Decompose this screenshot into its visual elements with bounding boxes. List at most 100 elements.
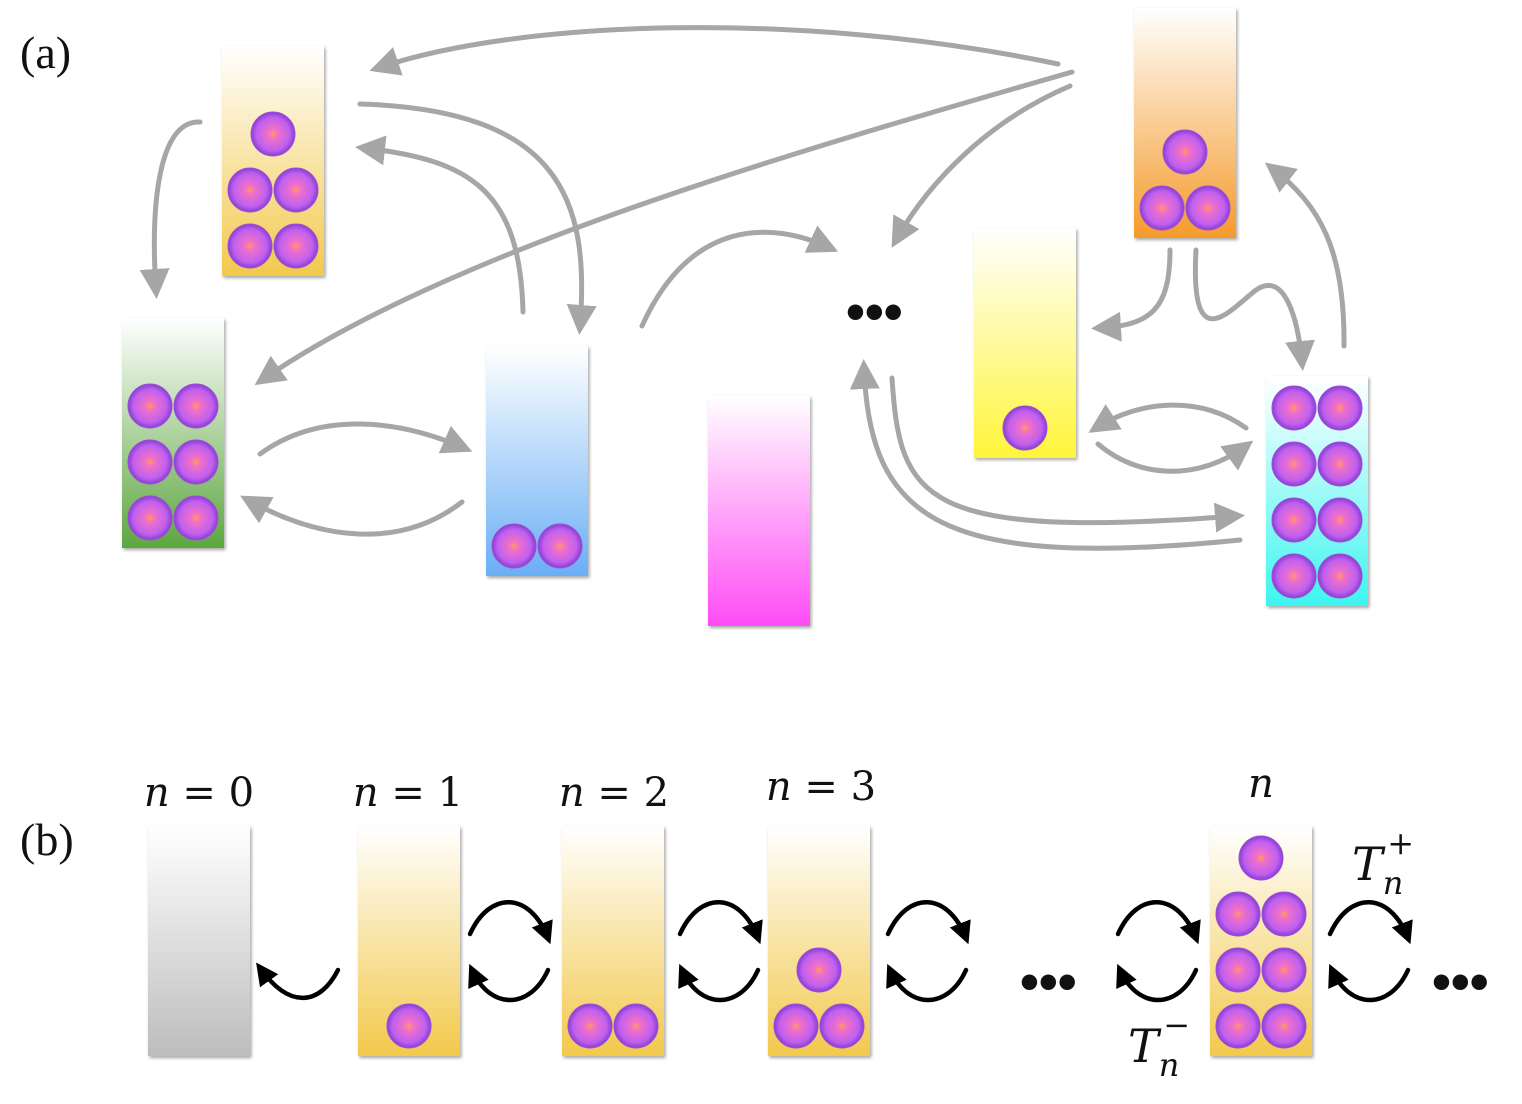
arrow-ellipsis-to-a8: [889, 375, 1245, 533]
particle: [1317, 385, 1363, 431]
panel-a-box-a0: [708, 396, 810, 626]
particle: [796, 947, 842, 993]
arrow-b2-to-b3: [677, 900, 763, 945]
panel-a-ellipsis: •••: [846, 282, 903, 342]
particle: [773, 1003, 819, 1049]
particle: [1271, 497, 1317, 543]
particle: [537, 523, 583, 569]
rate-minus-label: Tn−: [1128, 1006, 1190, 1084]
rate-plus-symbol: T: [1352, 837, 1386, 891]
panel-b-ellipsis-mid: •••: [1020, 952, 1077, 1012]
particle: [491, 523, 537, 569]
arrow-a3-to-a4: [369, 25, 1061, 76]
state-label-n2: n = 2: [559, 770, 669, 816]
state-label-n3: n = 3: [766, 764, 876, 810]
particle: [1185, 185, 1231, 231]
particle: [1215, 891, 1261, 937]
particle: [1002, 405, 1048, 451]
panel-a-box-a3: [1134, 8, 1236, 238]
arrow-b4-to-b3: [886, 963, 969, 1003]
particle: [1162, 129, 1208, 175]
particle: [1271, 553, 1317, 599]
particle: [1215, 947, 1261, 993]
panel-a-box-a4: [222, 46, 324, 276]
particle: [386, 1003, 432, 1049]
panel-a-box-a8: [1266, 376, 1368, 606]
particle: [1238, 835, 1284, 881]
arrow-a4-to-a2: [357, 101, 597, 335]
particle: [127, 439, 173, 485]
panel-b-box-0-container: [148, 826, 250, 1056]
particle: [173, 495, 219, 541]
rate-plus-superscript: +: [1387, 824, 1414, 862]
panel-a-transition-arrows: [139, 25, 1347, 551]
particle: [613, 1003, 659, 1049]
arrow-bn-to-bprev: [1116, 963, 1199, 1003]
arrow-a3-to-ellipsis: [891, 83, 1073, 248]
panel-b-state-labels: n = 0 n = 1 n = 2 n = 3 n: [144, 761, 1274, 816]
particle: [173, 439, 219, 485]
particle: [227, 167, 273, 213]
state-label-n0: n = 0: [144, 770, 254, 816]
arrow-b1-to-b0: [256, 962, 341, 1001]
arrow-a1-to-a8: [1095, 440, 1254, 474]
arrow-b2-to-b1: [468, 963, 551, 1003]
arrow-a8-to-a1: [1088, 402, 1249, 433]
panel-a-box-a1: [974, 228, 1076, 458]
particle: [1271, 385, 1317, 431]
particle: [819, 1003, 865, 1049]
particle: [567, 1003, 613, 1049]
arrow-a6-to-a2: [257, 421, 473, 457]
arrow-a3-to-a8: [1192, 247, 1315, 371]
arrow-b1-to-b2: [467, 900, 553, 945]
state-label-n: n: [1248, 761, 1274, 807]
arrow-a8-to-ellipsis: [849, 359, 1243, 551]
panel-b-box-4: [1210, 826, 1312, 1056]
arrow-bnext-to-bn: [1328, 963, 1411, 1003]
state-boxes: [122, 8, 1368, 1056]
particle: [1139, 185, 1185, 231]
particle: [127, 495, 173, 541]
panel-b-box-2: [562, 826, 664, 1056]
particle: [273, 167, 319, 213]
panel-a-box-a0-container: [708, 396, 810, 626]
panel-b-label: (b): [20, 814, 74, 865]
arrow-bprev-to-bn: [1115, 900, 1201, 945]
panel-a-box-a6: [122, 318, 224, 548]
particle: [1261, 947, 1307, 993]
panel-b-transition-arrows: [256, 900, 1413, 1003]
particle: [1271, 441, 1317, 487]
rate-minus-subscript: n: [1159, 1046, 1180, 1084]
panel-a-label: (a): [20, 27, 71, 78]
particle: [1261, 891, 1307, 937]
particle: [1317, 497, 1363, 543]
particle: [1261, 1003, 1307, 1049]
rate-minus-superscript: −: [1163, 1006, 1190, 1044]
particle: [1317, 441, 1363, 487]
rate-plus-subscript: n: [1383, 864, 1404, 902]
rate-minus-symbol: T: [1128, 1019, 1162, 1073]
arrow-b3-to-b4: [885, 900, 971, 945]
arrow-b3-to-b2: [678, 963, 761, 1003]
panel-b-box-0: [148, 826, 250, 1056]
particle: [1317, 553, 1363, 599]
particle: [173, 383, 219, 429]
arrow-a3-to-a1: [1091, 247, 1173, 342]
arrow-a8-to-a3: [1264, 162, 1347, 349]
arrow-a2-to-ellipsis: [639, 225, 839, 329]
particle: [250, 111, 296, 157]
rate-plus-label: Tn+: [1352, 824, 1414, 902]
particle: [227, 223, 273, 269]
arrow-a4-to-a6: [139, 119, 203, 299]
particle: [273, 223, 319, 269]
panel-a-box-a2: [486, 346, 588, 576]
state-label-n1: n = 1: [353, 770, 463, 816]
arrow-a2-to-a4: [355, 135, 526, 315]
arrow-a2-to-a6: [240, 495, 465, 537]
particle: [127, 383, 173, 429]
particle: [1215, 1003, 1261, 1049]
panel-b-box-3: [768, 826, 870, 1056]
panel-b-box-1: [358, 826, 460, 1056]
panel-b-ellipsis-end: •••: [1432, 952, 1489, 1012]
